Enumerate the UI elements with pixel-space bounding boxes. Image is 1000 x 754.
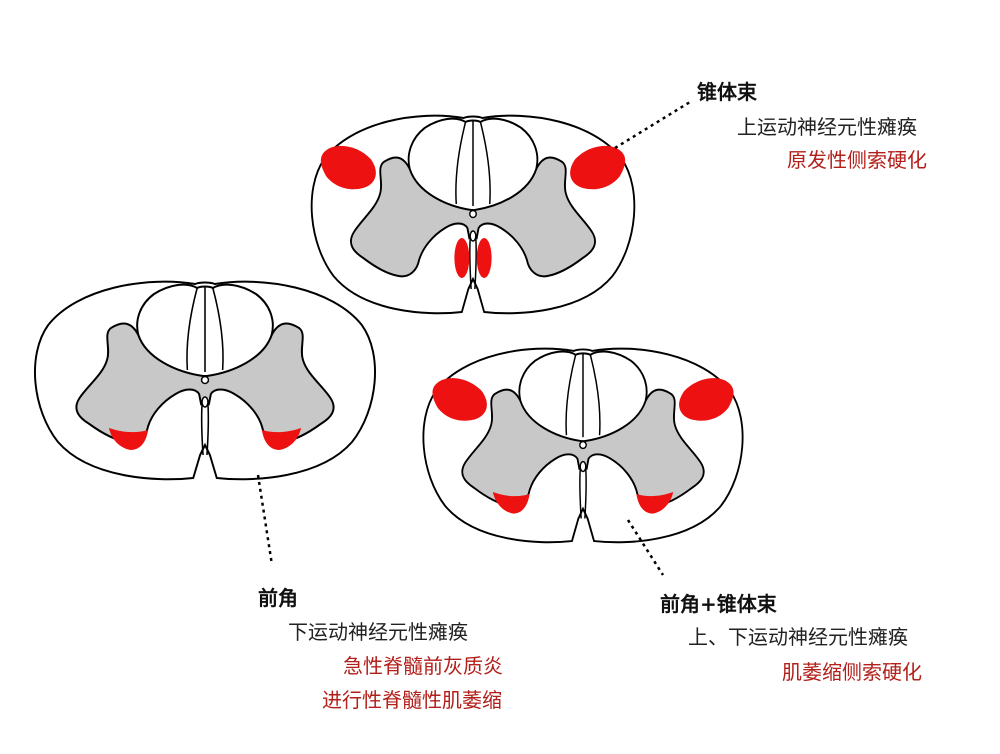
lesion-horn-left <box>492 492 530 514</box>
lesion-horn-left <box>108 428 149 450</box>
panel-category-anterior-horn: 下运动神经元性瘫痪 <box>288 620 468 644</box>
cord-anterior-horn-pyramidal <box>422 347 744 544</box>
panel-category-pyramidal: 上运动神经元性瘫痪 <box>737 115 917 139</box>
lesion-lateral-left <box>320 145 376 190</box>
panel-disease-pyramidal: 原发性侧索硬化 <box>787 148 927 172</box>
leader-line-anterior-horn <box>256 474 274 566</box>
lesion-horn-right <box>261 428 302 450</box>
panel-title-pyramidal: 锥体束 <box>697 80 757 104</box>
panel-disease-anterior-horn-2: 进行性脊髓性肌萎缩 <box>322 688 502 712</box>
lesion-anterior-right <box>476 238 492 278</box>
cord-pyramidal <box>310 114 636 315</box>
panel-title-anterior-horn-pyramidal: 前角+锥体束 <box>660 592 777 616</box>
lesion-anterior-left <box>454 238 470 278</box>
lesion-horn-right <box>636 492 674 514</box>
panel-title-anterior-horn: 前角 <box>258 586 298 610</box>
panel-disease-anterior-horn-pyramidal: 肌萎缩侧索硬化 <box>782 660 922 684</box>
panel-disease-anterior-horn-1: 急性脊髓前灰质炎 <box>343 654 503 678</box>
leader-line-pyramidal <box>614 100 691 150</box>
lesion-lateral-right <box>570 145 626 190</box>
panel-category-anterior-horn-pyramidal: 上、下运动神经元性瘫痪 <box>688 625 908 649</box>
lesion-lateral-right <box>679 378 734 421</box>
cord-anterior-horn <box>33 280 377 481</box>
lesion-lateral-left <box>432 378 487 421</box>
